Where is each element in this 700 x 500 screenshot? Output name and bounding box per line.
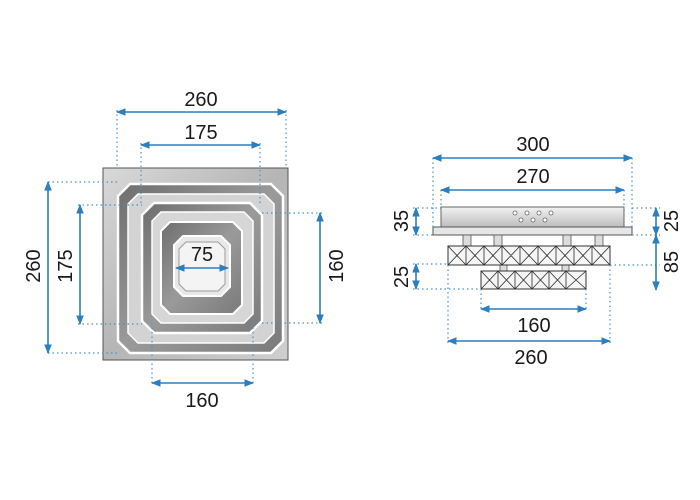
label-bottom-width: 160 — [185, 390, 218, 412]
label-upper-width: 260 — [514, 347, 547, 369]
label-lower-width: 160 — [517, 315, 550, 337]
top-view-guides — [48, 110, 322, 385]
lower-crystal-tier — [480, 270, 587, 290]
label-top-width: 300 — [516, 134, 549, 156]
base-plate — [432, 226, 633, 236]
label-canopy-height: 35 — [391, 210, 413, 232]
label-tier-height: 25 — [391, 266, 413, 288]
side-view: 300 270 160 260 35 25 25 85 — [391, 134, 683, 369]
label-mid-width: 175 — [184, 122, 217, 144]
canopy-body — [440, 206, 625, 228]
label-outer-width: 260 — [184, 89, 217, 111]
label-outer-height: 260 — [23, 249, 45, 282]
top-view: 260 175 75 160 260 175 160 — [23, 89, 348, 412]
canopy-leds — [512, 210, 554, 223]
upper-crystal-tier — [447, 245, 611, 266]
label-mid-height: 175 — [55, 249, 77, 282]
label-right-top: 25 — [661, 210, 683, 232]
label-inner: 75 — [191, 244, 213, 266]
hanging-posts — [462, 234, 604, 272]
label-plate-width: 270 — [516, 166, 549, 188]
label-right-height: 160 — [326, 249, 348, 282]
label-right-total: 85 — [661, 251, 683, 273]
